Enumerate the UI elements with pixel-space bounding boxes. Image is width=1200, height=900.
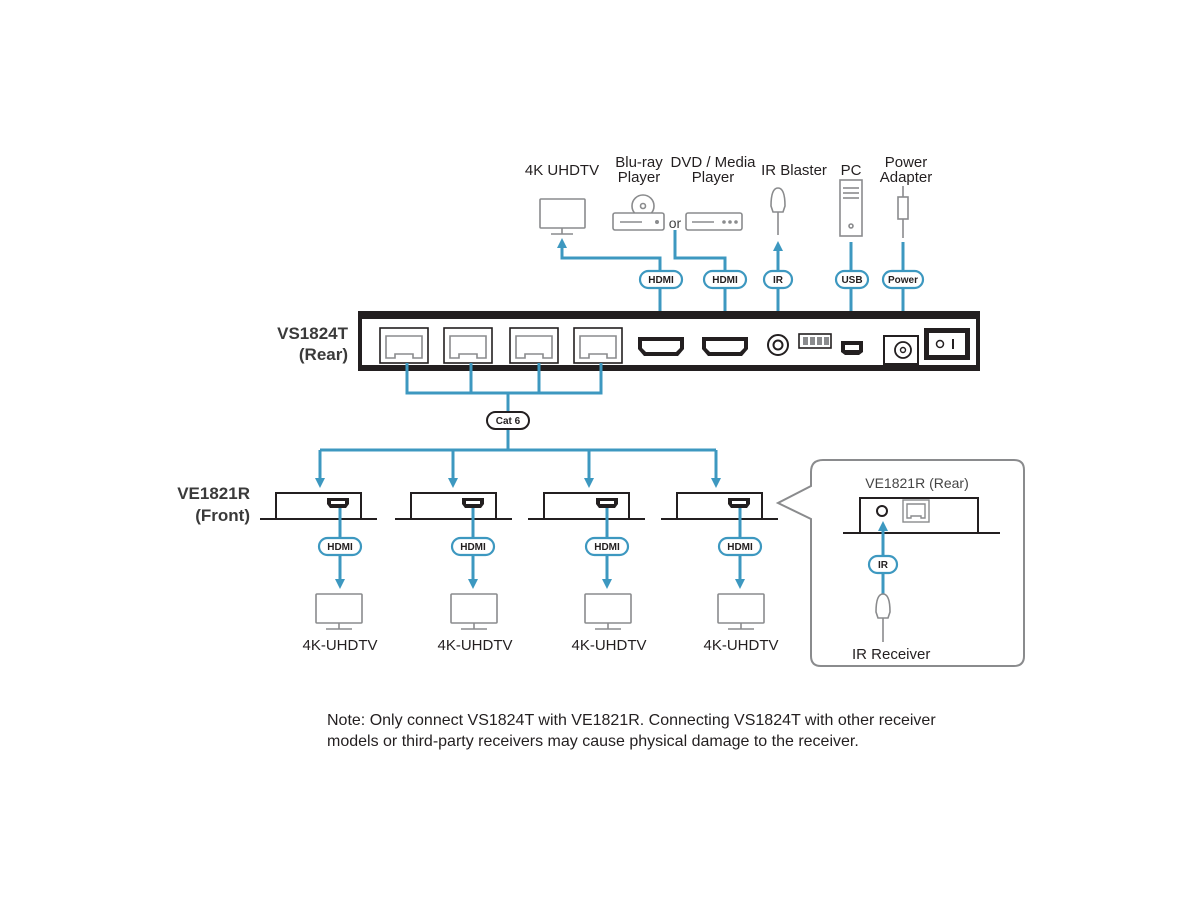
bluray-label-line2: Player [618,169,661,186]
hdmi-port-icon [702,337,748,356]
power-tag [881,269,925,290]
callout-title: VE1821R (Rear) [865,475,969,491]
hdmi-tag [584,536,630,557]
hdmi-out-tag [638,269,684,290]
pc-label: PC [841,162,862,179]
hdmi-in-cable [673,230,730,331]
receiver-unit-1 [260,492,377,520]
receiver-unit-2 [395,492,512,520]
usb-tag-text: USB [841,275,862,286]
monitor-icon [584,593,632,630]
pc-tower-icon [839,179,863,237]
hdmi-tag [717,536,763,557]
ir-jack-icon [767,334,789,356]
cat6-cables [315,363,721,488]
hdmi-tag [317,536,363,557]
monitor-icon [450,593,498,630]
or-text: or [669,215,682,231]
hdmi-tag [450,536,496,557]
dvd-player-icon [685,212,743,231]
hdmi-port-icon [728,498,750,508]
bottom-monitors [315,593,765,630]
hdmi-out-tag-text: HDMI [648,275,674,286]
hdmi-port-icon [638,337,684,356]
monitor-icon [717,593,765,630]
note-line-2: models or third-party receivers may caus… [327,733,859,750]
transmitter-name: VS1824T [277,324,348,343]
top-cable-tags: HDMI HDMI IR USB Power [638,269,925,290]
hdmi-port-icon [327,498,349,508]
ve1821r-rear-unit [843,497,1000,534]
rj45-port-icon [902,499,930,523]
receiver-unit-3 [528,492,645,520]
hdmi-tag-text: HDMI [594,542,620,553]
rj45-port-icon [573,327,623,364]
receiver-side: (Front) [195,506,250,525]
hdmi-in-tag-text: HDMI [712,275,738,286]
display-label: 4K-UHDTV [571,637,646,654]
usb-tag [834,269,870,290]
power-adapter-icon [897,186,909,238]
power-switch-icon [924,328,970,360]
power-tag-text: Power [888,275,918,286]
ir-receiver-tag-text: IR [878,560,889,571]
dip-switch-icon [798,333,832,349]
dvd-label-line1: DVD / Media [670,154,756,171]
ir-tag [762,269,794,290]
bluray-player-icon [612,194,665,231]
hdmi-tag-text: HDMI [327,542,353,553]
rj45-port-icon [443,327,493,364]
power-label-line2: Adapter [880,169,933,186]
top-device-labels: 4K UHDTV Blu-ray Player DVD / Media Play… [525,154,932,186]
display-labels: 4K-UHDTV 4K-UHDTV 4K-UHDTV 4K-UHDTV [302,637,778,654]
cat6-tag-text: Cat 6 [496,416,521,427]
ir-jack-icon [876,505,888,517]
ir-tag-text: IR [773,275,784,286]
rj45-ports [379,327,623,364]
transmitter-side: (Rear) [299,345,348,364]
monitor-icon [539,198,586,235]
rj45-port-icon [509,327,559,364]
hdmi-display-tags: HDMI HDMI HDMI HDMI [317,536,763,557]
display-label: 4K-UHDTV [703,637,778,654]
ir-blaster-label: IR Blaster [761,162,827,179]
hdmi-out-cable [557,238,662,332]
receiver-name: VE1821R [177,484,250,503]
ir-receiver-tag [867,554,899,575]
dvd-label-line2: Player [692,169,735,186]
display-label: 4K-UHDTV [437,637,512,654]
hdmi-tag-text: HDMI [727,542,753,553]
ir-receiver-label: IR Receiver [852,646,930,663]
bluray-label-line1: Blu-ray [615,154,663,171]
rj45-port-icon [379,327,429,364]
power-label-line1: Power [885,154,928,171]
monitor-icon [315,593,363,630]
receiver-unit-4 [661,492,778,520]
hdmi-port-icon [596,498,618,508]
hdmi-tag-text: HDMI [460,542,486,553]
cat6-tag [486,411,530,430]
power-jack-icon [883,335,919,365]
usb-port-icon [841,341,863,355]
uhdtv-top-label: 4K UHDTV [525,162,599,179]
hdmi-in-tag [702,269,748,290]
display-label: 4K-UHDTV [302,637,377,654]
ir-receiver-icon [875,593,891,642]
hdmi-port-icon [462,498,484,508]
ir-blaster-icon [770,187,786,235]
note-line-1: Note: Only connect VS1824T with VE1821R.… [327,712,936,729]
compatibility-note: Note: Only connect VS1824T with VE1821R.… [327,710,1047,752]
